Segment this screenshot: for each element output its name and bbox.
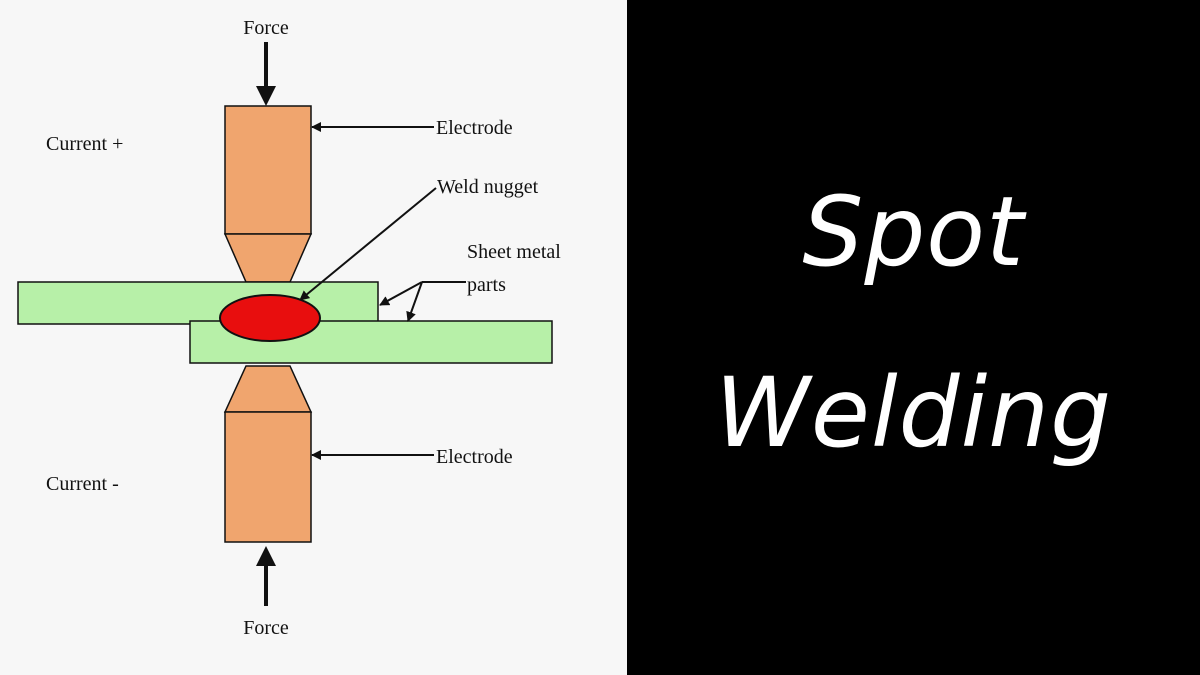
weld-nugget-leader <box>299 187 437 301</box>
sheet-metal-leader-lower <box>406 281 423 322</box>
weld-nugget <box>219 294 321 342</box>
force-label-bottom: Force <box>243 617 289 639</box>
electrode-top <box>223 105 313 283</box>
current-positive-label: Current + <box>46 133 123 155</box>
electrode-bottom <box>223 365 313 543</box>
title-line-welding: Welding <box>714 357 1113 469</box>
sheet-metal-leader-upper <box>379 281 423 306</box>
weld-nugget-label: Weld nugget <box>437 176 539 198</box>
sheet-metal-label-line2: parts <box>467 274 506 296</box>
force-arrow-bottom <box>256 546 276 606</box>
title-line-spot: Spot <box>802 176 1025 288</box>
electrode-top-label: Electrode <box>436 117 513 139</box>
diagram-panel: Force Current + Electrode Weld nugget Sh… <box>0 0 627 675</box>
force-arrow-top <box>256 42 276 106</box>
sheet-metal-label-line1: Sheet metal <box>467 241 561 263</box>
spot-welding-diagram: Force Current + Electrode Weld nugget Sh… <box>17 17 561 639</box>
electrode-bottom-label: Electrode <box>436 446 513 468</box>
title-panel: Spot Welding <box>627 0 1200 675</box>
force-label-top: Force <box>243 17 289 39</box>
current-negative-label: Current - <box>46 473 119 495</box>
sheet-metal-upper <box>17 281 379 325</box>
